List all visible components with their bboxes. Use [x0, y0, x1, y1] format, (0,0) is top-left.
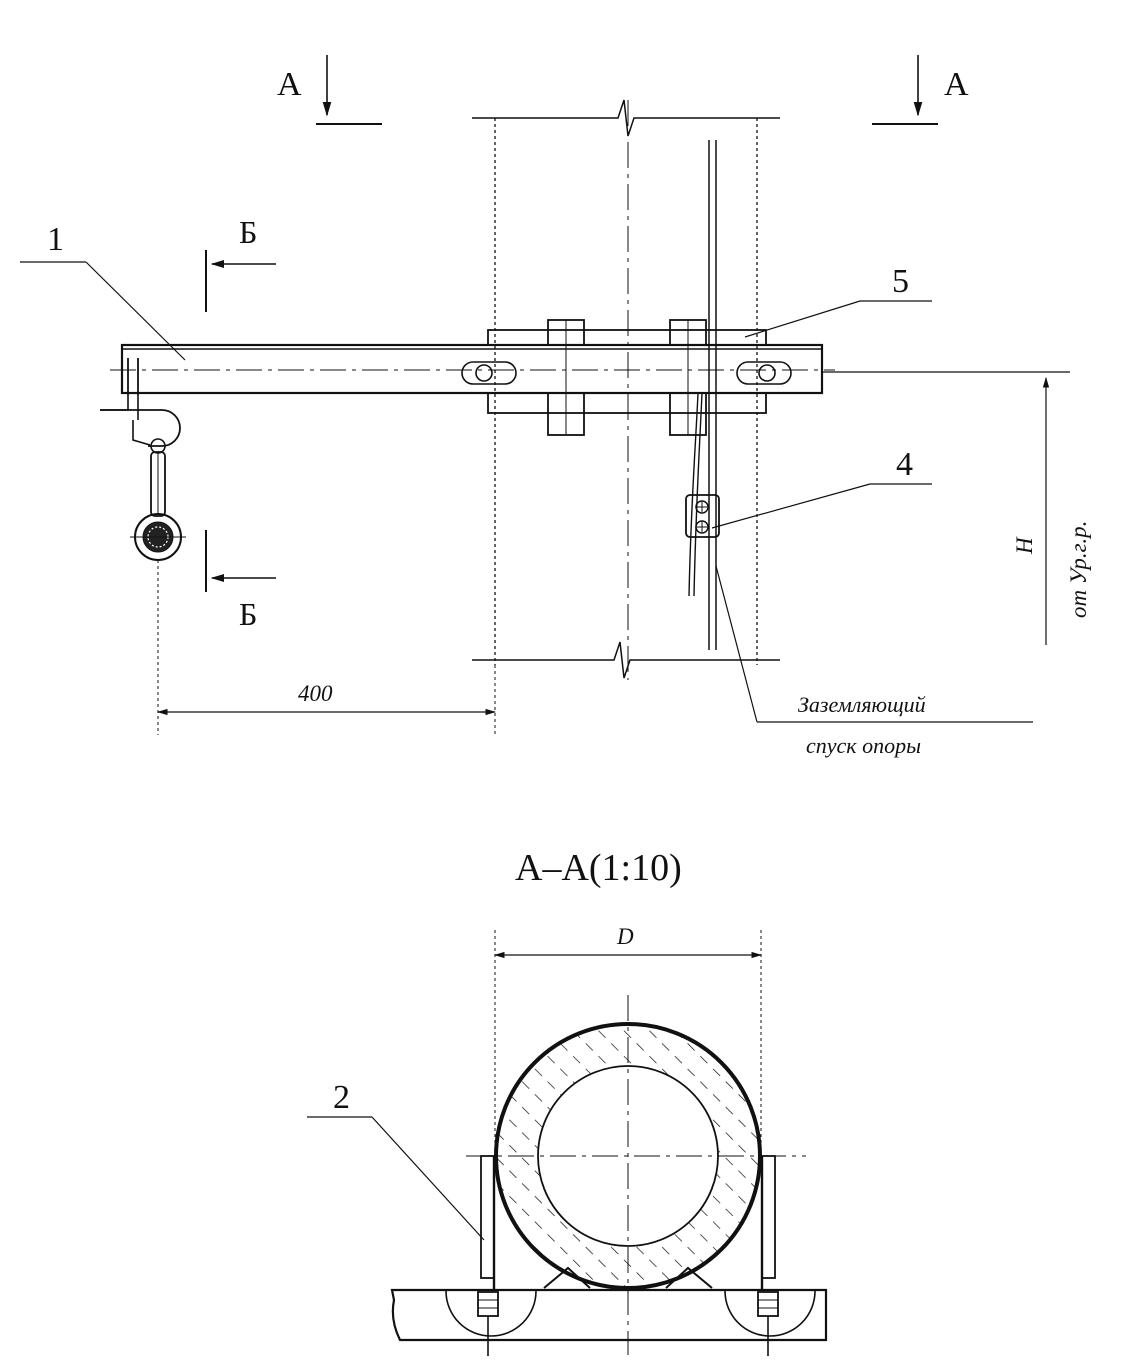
section-mark-a-left: А [277, 55, 382, 125]
suspension-hook [100, 358, 181, 517]
height-label-ref: от Ур.г.р. [1066, 521, 1091, 618]
section-a-a-view: D [390, 924, 828, 1356]
section-letter-b-bottom: Б [239, 596, 257, 632]
height-dimension: H от Ур.г.р. [822, 371, 1091, 645]
note-line-1: Заземляющий [798, 692, 926, 717]
section-letter-b-top: Б [239, 214, 257, 250]
callout-1: 1 [20, 221, 186, 361]
callout-number-2: 2 [333, 1079, 350, 1116]
section-mark-b: Б Б [205, 214, 276, 632]
crossarm-beam [110, 343, 835, 395]
dimension-400: 400 [156, 560, 497, 735]
dimension-diameter: D [616, 924, 634, 949]
callout-number-5: 5 [892, 263, 909, 300]
section-title: А–А(1:10) [515, 847, 682, 889]
note-grounding: Заземляющий спуск опоры [715, 565, 1033, 758]
dimension-value-400: 400 [298, 681, 333, 706]
section-letter-a-right: А [944, 66, 969, 103]
section-mark-a-right: А [872, 55, 969, 125]
pole-clamp [487, 319, 767, 436]
callout-number-4: 4 [896, 446, 913, 483]
height-label-h: H [1012, 536, 1037, 555]
callout-4: 4 [711, 446, 932, 529]
cable-cross-section [130, 513, 186, 561]
note-line-2: спуск опоры [806, 733, 921, 758]
callout-2: 2 [307, 1079, 485, 1241]
callout-number-1: 1 [47, 221, 64, 258]
section-letter-a-left: А [277, 66, 302, 103]
grounding-conductor [685, 140, 720, 650]
pole-front-view [472, 99, 780, 680]
callout-5: 5 [744, 263, 932, 338]
